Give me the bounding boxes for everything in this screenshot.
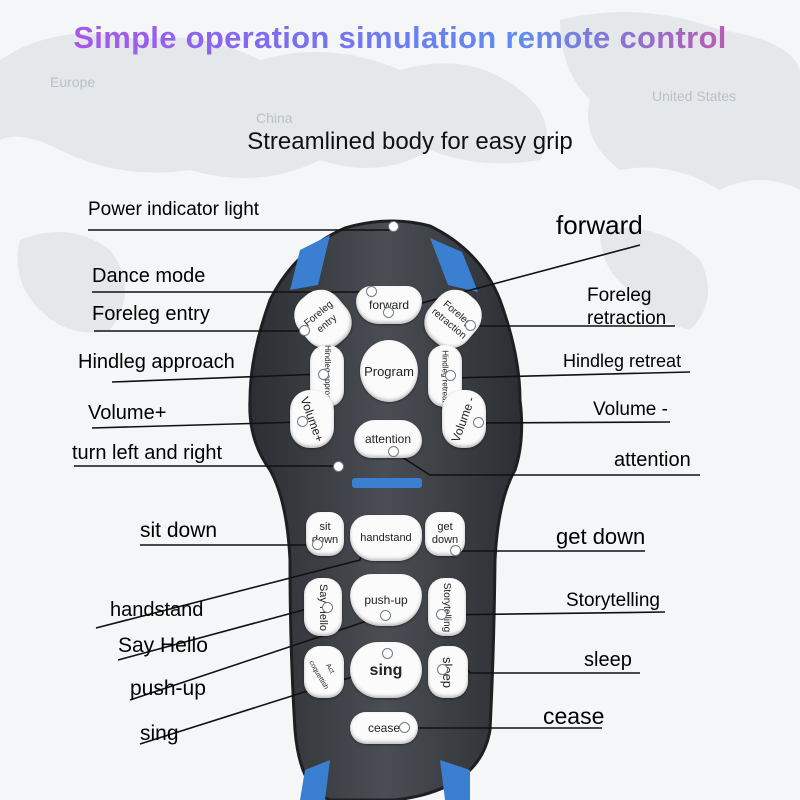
volume-minus-dot xyxy=(473,417,484,428)
label-sit-down: sit down xyxy=(140,519,218,542)
label-storytelling: Storytelling xyxy=(566,590,660,611)
label-forward: forward xyxy=(556,210,643,240)
turn-dot xyxy=(333,461,344,472)
label-hindleg-retreat: Hindleg retreat xyxy=(563,351,682,371)
label-dance-mode: Dance mode xyxy=(92,265,206,287)
label-power-indicator: Power indicator light xyxy=(88,199,260,220)
label-volume-plus: Volume+ xyxy=(88,402,167,424)
push-up-dot xyxy=(380,610,391,621)
attention-key[interactable]: attention xyxy=(354,420,422,458)
storytelling-key-text: Storytelling xyxy=(441,582,453,632)
blue-accent-bottom-left xyxy=(300,760,330,800)
page-subtitle: Streamlined body for easy grip xyxy=(247,128,573,155)
say-hello-dot xyxy=(322,602,333,613)
dance-mode-dot xyxy=(366,286,377,297)
label-foreleg-entry: Foreleg entry xyxy=(92,303,210,325)
attention-dot xyxy=(388,446,399,457)
label-say-hello: Say Hello xyxy=(118,634,208,657)
foreleg-entry-dot xyxy=(299,325,310,336)
sit-down-dot xyxy=(312,539,323,550)
volume-plus-dot xyxy=(297,416,308,427)
page-title: Simple operation simulation remote contr… xyxy=(0,20,800,56)
hindleg-retreat-dot xyxy=(445,370,456,381)
foreleg-retraction-dot xyxy=(465,320,476,331)
label-push-up: push-up xyxy=(130,677,206,700)
blue-accent-right xyxy=(430,238,478,292)
cease-dot xyxy=(399,722,410,733)
program-key[interactable]: Program xyxy=(360,340,418,402)
handstand-key[interactable]: handstand xyxy=(350,515,422,561)
power-indicator-light xyxy=(388,221,399,232)
label-get-down: get down xyxy=(556,524,646,549)
sit-down-key[interactable]: sit down xyxy=(306,512,344,556)
map-label-china: China xyxy=(256,110,293,126)
act-coquettish-key-text: Act coquettish xyxy=(307,659,336,691)
label-handstand: handstand xyxy=(110,599,204,621)
storytelling-dot xyxy=(436,609,447,620)
label-sing: sing xyxy=(140,722,179,745)
sleep-dot xyxy=(437,664,448,675)
blue-accent-bottom-right xyxy=(440,760,470,800)
hindleg-approach-dot xyxy=(318,369,329,380)
forward-dot xyxy=(383,307,394,318)
sleep-key[interactable]: sleep xyxy=(428,646,468,698)
sing-dot xyxy=(382,648,393,659)
blue-accent-middle xyxy=(352,478,422,488)
leader-lines xyxy=(74,229,700,745)
act-coquettish-key[interactable]: Act coquettish xyxy=(304,646,344,698)
label-cease: cease xyxy=(543,703,605,729)
map-label-usa: United States xyxy=(652,88,737,104)
get-down-dot xyxy=(450,545,461,556)
map-label-europe: Europe xyxy=(50,74,96,90)
label-sleep: sleep xyxy=(584,649,632,671)
label-turn-left-right: turn left and right xyxy=(72,442,223,464)
label-volume-minus: Volume - xyxy=(593,399,668,420)
label-attention: attention xyxy=(614,449,691,471)
label-foreleg-retraction: Foreleg retraction xyxy=(587,285,667,329)
label-hindleg-approach: Hindleg approach xyxy=(78,351,235,373)
storytelling-key[interactable]: Storytelling xyxy=(428,578,466,636)
blue-accent-left xyxy=(290,235,330,290)
